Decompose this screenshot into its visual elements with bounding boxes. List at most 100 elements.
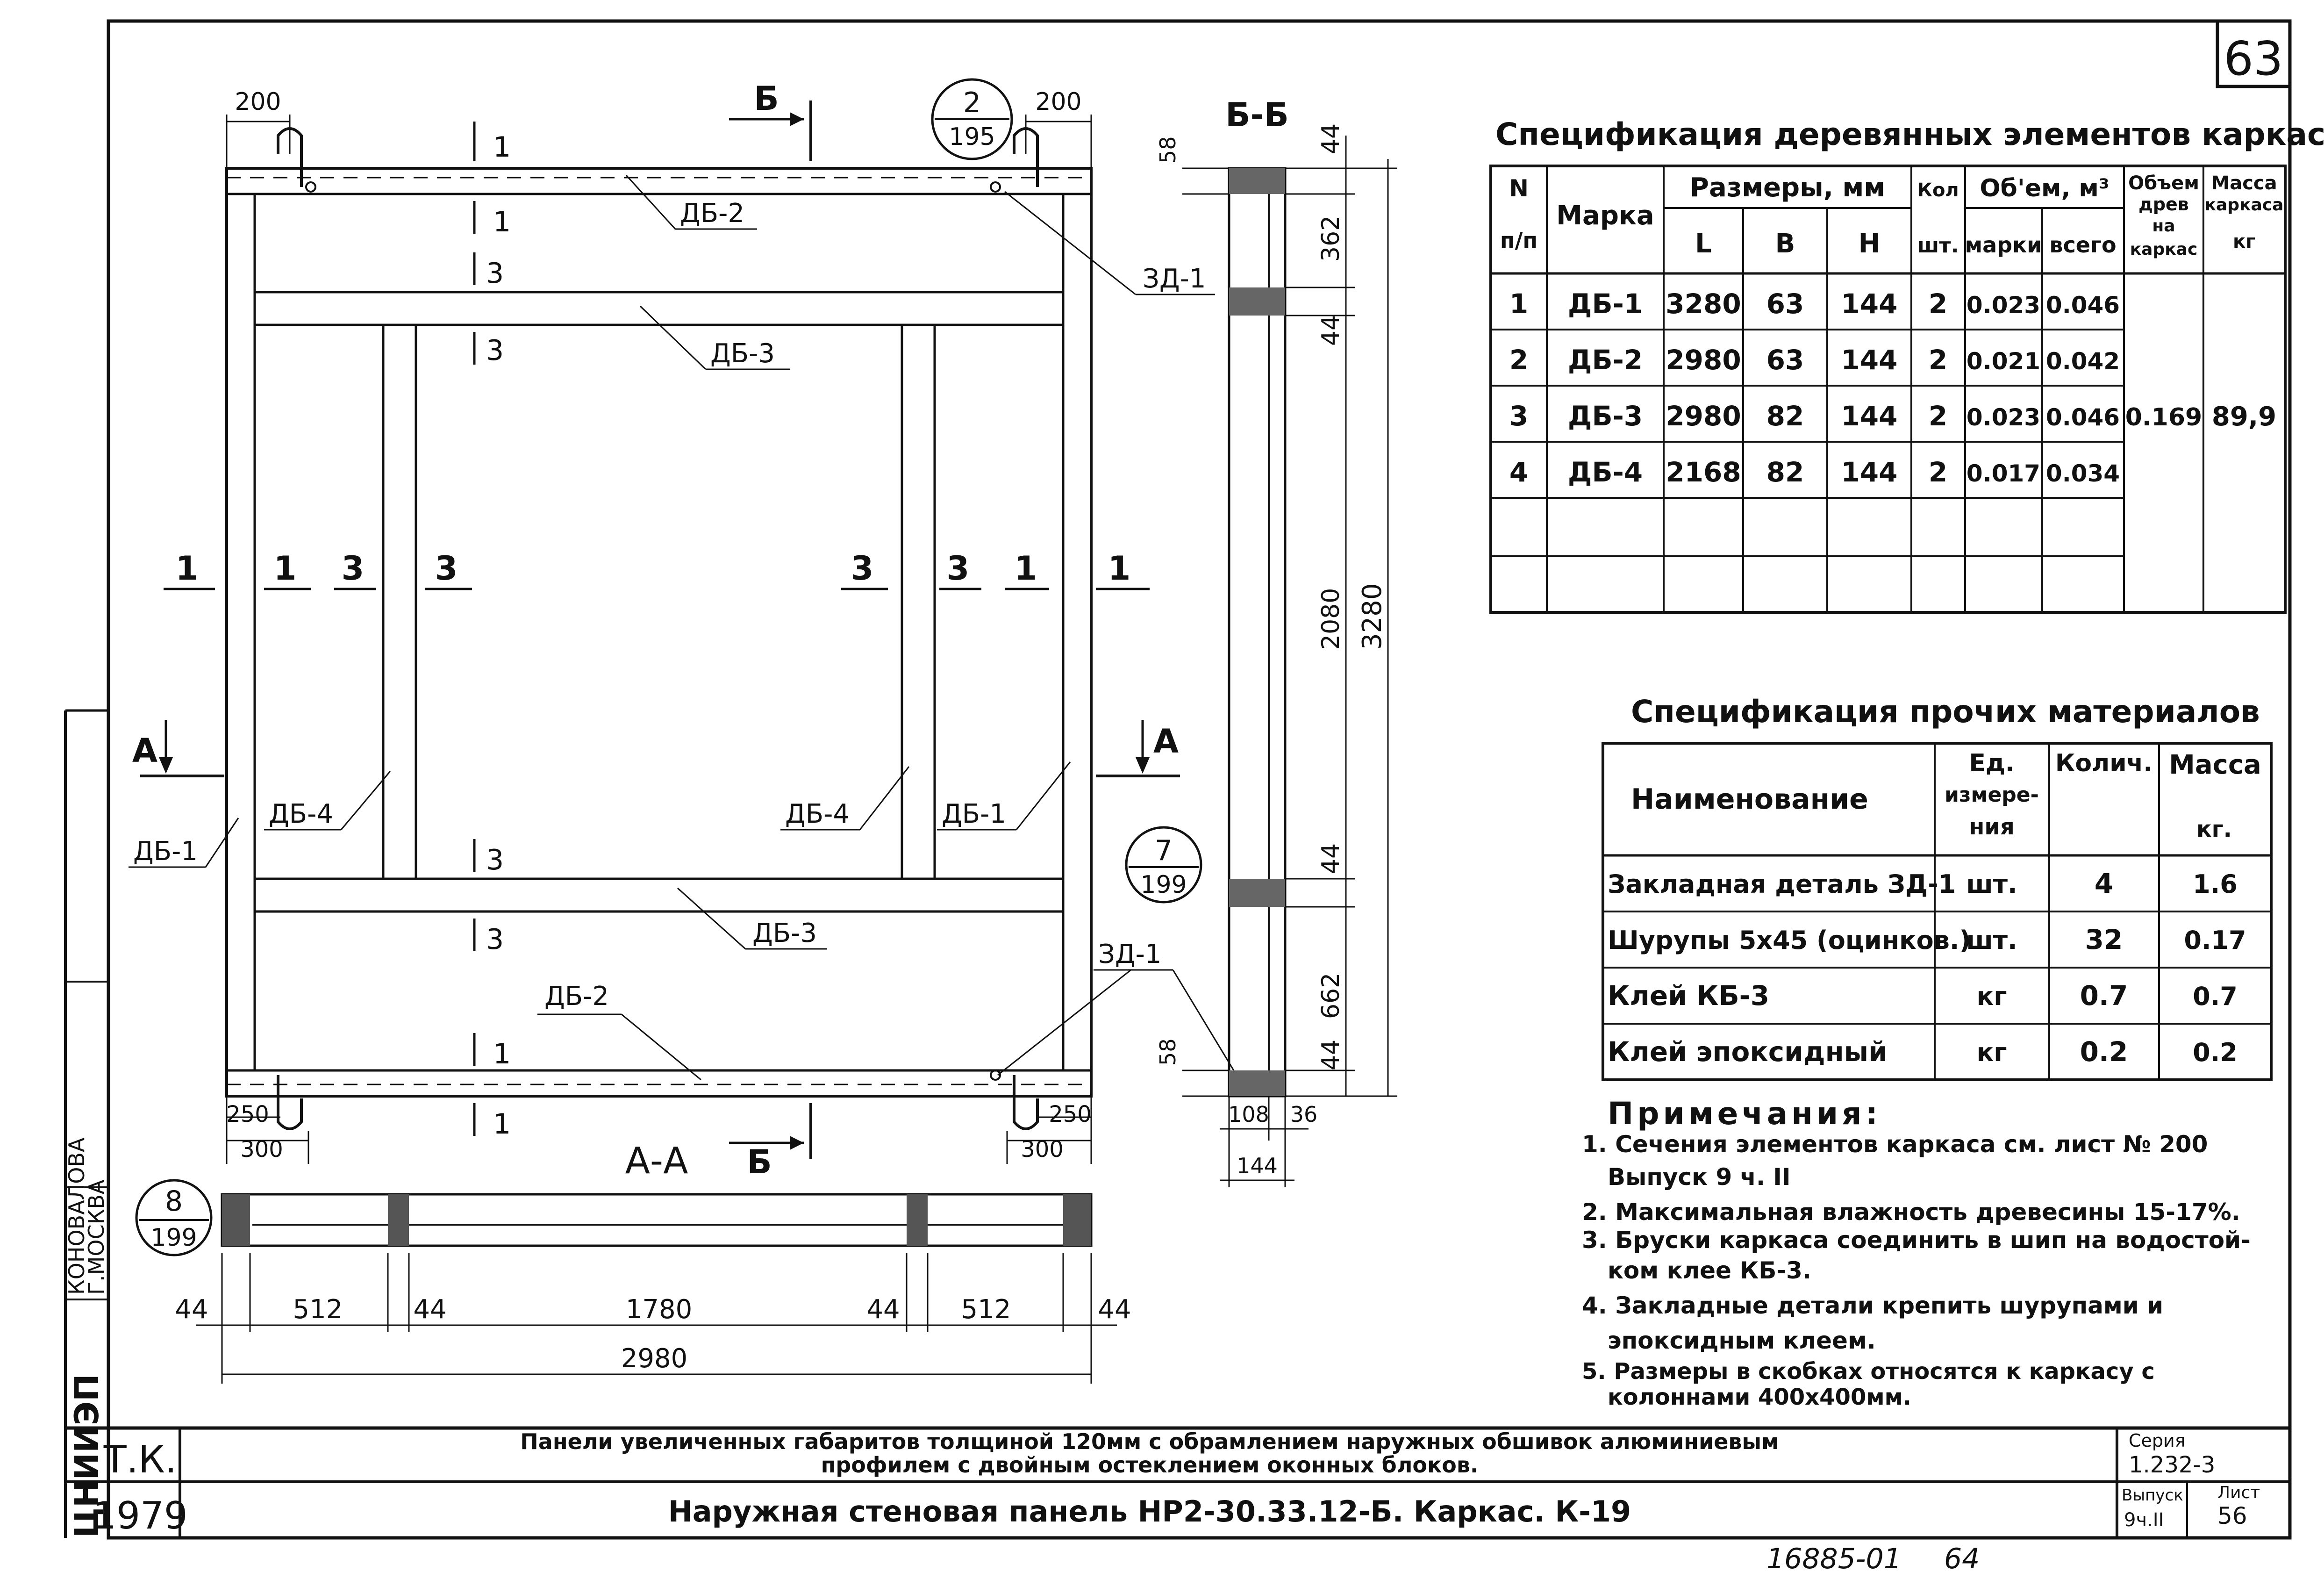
volume-frame: 0.169: [2125, 403, 2202, 431]
mass-frame: 89,9: [2212, 402, 2276, 432]
aa-dim-1: 44: [175, 1294, 208, 1325]
wood-spec-table: Спецификация деревянных элементов каркас…: [1489, 116, 2324, 614]
dim-bottom-left-300: 300: [240, 1136, 283, 1163]
left-strip-title: ЦНИИЭП: [68, 1374, 106, 1538]
hdr-vol-frame: Объем: [2128, 172, 2199, 194]
svg-text:2980: 2980: [1666, 344, 1741, 376]
left-strip-label-1: КОНОВАЛОВА: [64, 1137, 89, 1295]
svg-text:ДБ-3: ДБ-3: [1568, 400, 1643, 432]
aa-dim-total: 2980: [621, 1343, 688, 1374]
bb-dim-144: 144: [1237, 1153, 1278, 1178]
notes: Примечания: 1. Сечения элементов каркаса…: [1582, 1096, 2251, 1410]
svg-text:1: 1: [274, 549, 297, 588]
bb-dim-1: 44: [1317, 123, 1345, 154]
section-cut-bottom: Б: [747, 1143, 772, 1181]
svg-text:2: 2: [1509, 344, 1528, 376]
other-row: Закладная деталь ЗД-1 шт. 4 1.6: [1608, 868, 2238, 899]
frame-drawing: 200 200 2 195 Б Б 1 1 3 3 3: [129, 78, 1235, 1182]
svg-text:ДБ-4: ДБ-4: [785, 799, 850, 829]
svg-text:ЗД-1: ЗД-1: [1098, 939, 1162, 969]
hdr-B: B: [1775, 229, 1795, 259]
hdr-volume: Об'ем, м³: [1980, 174, 2109, 202]
section-aa-title: А-А: [625, 1140, 688, 1182]
svg-text:82: 82: [1766, 400, 1804, 432]
other-row: Шурупы 5х45 (оцинков.) шт. 32 0.17: [1608, 924, 2246, 955]
svg-text:1: 1: [493, 206, 511, 238]
svg-text:0.017: 0.017: [1966, 460, 2040, 487]
svg-text:Клей эпоксидный: Клей эпоксидный: [1608, 1036, 1888, 1068]
svg-text:2: 2: [1929, 288, 1947, 320]
svg-text:ДБ-4: ДБ-4: [269, 799, 333, 829]
bb-dim-total: 3280: [1357, 583, 1387, 650]
svg-text:ДБ-2: ДБ-2: [544, 981, 609, 1012]
hdr-H: H: [1859, 229, 1881, 259]
wood-row: 2 ДБ-2 2980 63 144 2 0.021 0.042: [1509, 344, 2120, 376]
bb-dim-58-bottom: 58: [1155, 1038, 1180, 1066]
svg-text:0.7: 0.7: [2193, 982, 2238, 1011]
bb-dim-3: 44: [1317, 315, 1345, 346]
svg-text:каркаса: каркаса: [2205, 195, 2284, 215]
svg-text:ДБ-4: ДБ-4: [1568, 456, 1643, 488]
dim-bottom-left-250: 250: [226, 1101, 269, 1127]
section-A-right: А: [1153, 722, 1179, 761]
hdr-no-sub: п/п: [1500, 228, 1537, 253]
svg-text:1: 1: [493, 1038, 511, 1070]
section-cut-top: Б: [754, 79, 779, 118]
bb-dim-4: 2080: [1317, 588, 1345, 650]
svg-text:1: 1: [1509, 288, 1528, 320]
title-line-1: Панели увеличенных габаритов толщиной 12…: [520, 1429, 1779, 1454]
svg-text:2: 2: [1929, 344, 1947, 376]
svg-text:4: 4: [1509, 456, 1528, 488]
notes-title: Примечания:: [1608, 1096, 1881, 1132]
svg-text:0.042: 0.042: [2046, 348, 2120, 375]
other-row: Клей КБ-3 кг 0.7 0.7: [1608, 980, 2238, 1012]
svg-text:144: 144: [1841, 344, 1897, 376]
svg-text:3: 3: [486, 844, 504, 876]
svg-text:3: 3: [947, 549, 970, 588]
callout-8-bottom: 199: [150, 1224, 197, 1252]
hdr-mark: Марка: [1556, 201, 1654, 231]
dim-bottom-right-250: 250: [1049, 1101, 1092, 1127]
svg-text:кг: кг: [1977, 982, 2007, 1011]
callout-7-bottom: 199: [1140, 871, 1187, 899]
svg-text:0.2: 0.2: [2193, 1038, 2238, 1067]
bb-dim-58-top: 58: [1155, 136, 1180, 164]
dim-top-right: 200: [1035, 88, 1081, 116]
section-aa: 8 199 44 512 44 1780 44 512 44 2980: [135, 1179, 1131, 1384]
title-line-3: Наружная стеновая панель НР2-30.33.12-Б.…: [668, 1494, 1631, 1529]
issue-value: 9ч.II: [2124, 1509, 2164, 1531]
hdr-L: L: [1695, 229, 1712, 259]
series-value: 1.232-3: [2129, 1452, 2215, 1478]
series-label: Серия: [2129, 1430, 2186, 1451]
svg-text:ДБ-1: ДБ-1: [133, 836, 198, 867]
svg-text:63: 63: [1766, 344, 1804, 376]
title-block: Т.К. 1979 Панели увеличенных габаритов т…: [65, 1426, 2290, 1538]
svg-text:1.6: 1.6: [2193, 869, 2238, 899]
year-label: 1979: [93, 1494, 188, 1537]
svg-text:2168: 2168: [1666, 456, 1741, 488]
hdr-vol-all: всего: [2049, 232, 2116, 258]
svg-text:1: 1: [493, 1108, 511, 1141]
element-labels: ДБ-2 ДБ-3 ДБ-3 ДБ-2 ДБ-4 ДБ-4 ДБ-1 ДБ-1: [129, 174, 1235, 1081]
svg-text:0.046: 0.046: [2046, 292, 2120, 319]
note-line: 2. Максимальная влажность древесины 15-1…: [1582, 1199, 2240, 1226]
wood-spec-title: Спецификация деревянных элементов каркас…: [1495, 116, 2324, 152]
svg-text:3: 3: [486, 257, 504, 290]
hdr-qty: Кол: [1917, 179, 1959, 201]
svg-text:82: 82: [1766, 456, 1804, 488]
svg-text:0.021: 0.021: [1966, 348, 2040, 375]
section-marks-row: 1 1 3 3 3 3 1 1: [164, 549, 1150, 590]
svg-text:0.046: 0.046: [2046, 404, 2120, 431]
footer-code: 16885-01: [1766, 1543, 1902, 1575]
org-label: Т.К.: [103, 1438, 177, 1481]
svg-text:шт.: шт.: [1966, 869, 2017, 899]
svg-text:3: 3: [1509, 400, 1528, 432]
svg-text:шт.: шт.: [1966, 926, 2017, 955]
svg-text:4: 4: [2095, 868, 2113, 899]
svg-text:ДБ-1: ДБ-1: [1568, 288, 1643, 320]
svg-text:древ: древ: [2138, 194, 2189, 215]
dim-bottom-right-300: 300: [1021, 1136, 1064, 1163]
svg-text:3: 3: [435, 549, 458, 588]
svg-text:144: 144: [1841, 288, 1897, 320]
